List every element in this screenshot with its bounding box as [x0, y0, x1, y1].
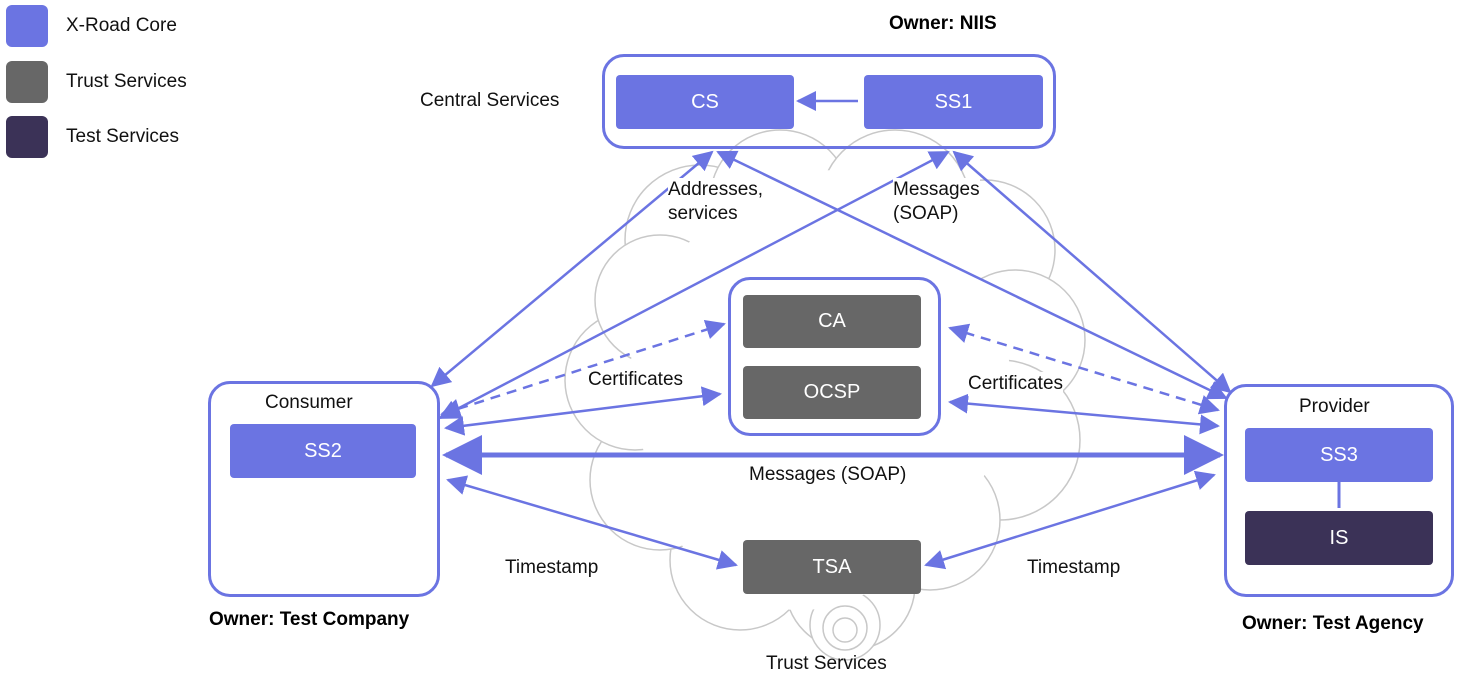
edge-provider-ocsp: [948, 393, 1220, 435]
legend-swatch-core: [6, 5, 48, 47]
edge-provider-tsa: [924, 470, 1216, 570]
addresses-label-line2: services: [668, 202, 738, 226]
ss1-node: SS1: [864, 75, 1043, 129]
ca-node: CA: [743, 295, 921, 348]
messages-soap-main-label: Messages (SOAP): [749, 464, 907, 485]
messages-soap-label-line1: Messages: [893, 178, 980, 202]
provider-title: Provider: [1299, 396, 1370, 417]
ss2-node: SS2: [230, 424, 416, 478]
edge-provider-ca-dashed: [948, 323, 1220, 415]
timestamp-left-label: Timestamp: [505, 557, 599, 578]
addresses-label-line1: Addresses,: [668, 178, 764, 202]
cs-node: CS: [616, 75, 794, 129]
legend-label-trust: Trust Services: [66, 71, 187, 92]
provider-box: [1224, 384, 1454, 597]
edge-consumer-tsa: [446, 475, 738, 570]
trust-services-cloud-label: Trust Services: [766, 653, 887, 674]
legend-label-core: X-Road Core: [66, 15, 177, 36]
provider-owner-label: Owner: Test Agency: [1242, 613, 1424, 634]
timestamp-right-label: Timestamp: [1027, 557, 1121, 578]
ss3-node: SS3: [1245, 428, 1433, 482]
consumer-title: Consumer: [265, 392, 353, 413]
legend-label-test: Test Services: [66, 126, 179, 147]
central-owner-label: Owner: NIIS: [889, 13, 997, 34]
consumer-box: [208, 381, 440, 597]
tsa-node: TSA: [743, 540, 921, 594]
consumer-owner-label: Owner: Test Company: [209, 609, 410, 630]
central-services-box: [602, 54, 1056, 149]
legend-swatch-trust: [6, 61, 48, 103]
certificates-right-label: Certificates: [968, 372, 1064, 396]
edge-consumer-ca-dashed: [440, 319, 726, 419]
central-services-label: Central Services: [420, 90, 560, 111]
edge-consumer-ocsp: [444, 386, 722, 436]
ca-ocsp-box: [728, 277, 941, 436]
is-node: IS: [1245, 511, 1433, 565]
ocsp-node: OCSP: [743, 366, 921, 419]
legend-swatch-test: [6, 116, 48, 158]
certificates-left-label: Certificates: [588, 368, 684, 392]
messages-soap-label-line2: (SOAP): [893, 202, 959, 226]
